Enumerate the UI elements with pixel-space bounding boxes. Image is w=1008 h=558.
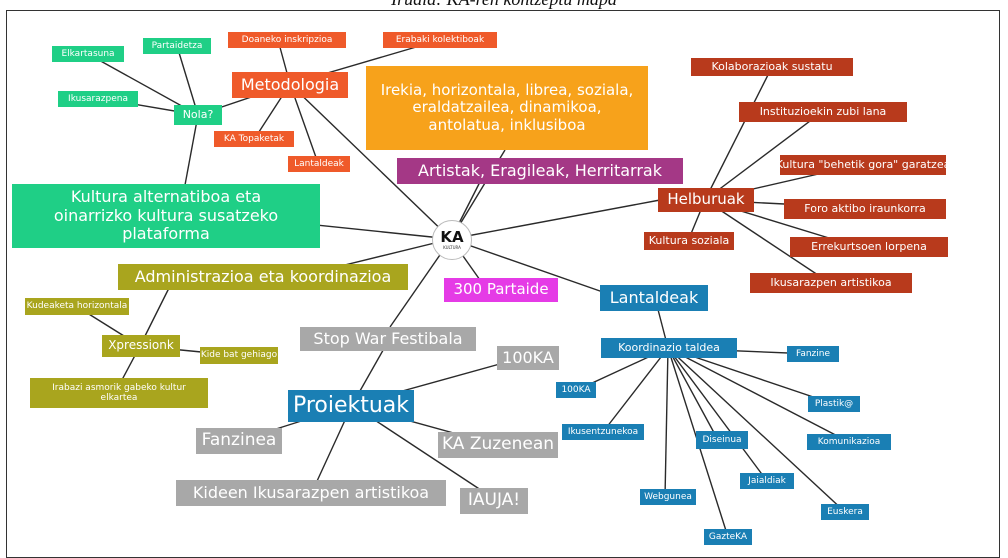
node-irekia-description: Irekia, horizontala, librea, soziala, er…: [366, 66, 648, 150]
node-kultura-behetik-gora: Kultura "behetik gora" garatzea: [776, 155, 950, 175]
node-doaneko-inskripzioa: Doaneko inskripzioa: [228, 32, 346, 48]
node-iauja: IAUJA!: [460, 488, 528, 514]
node-ka-topaketak: KA Topaketak: [214, 131, 294, 147]
node-instituzioekin-zubi-lana: Instituzioekin zubi lana: [739, 102, 907, 122]
ka-logo-glyph: KA: [440, 228, 464, 246]
node-kide-bat-gehiago: Kide bat gehiago: [200, 347, 278, 364]
node-jaialdiak: Jaialdiak: [740, 473, 794, 489]
node-nola: Nola?: [174, 105, 222, 125]
node-proiektuak: Proiektuak: [288, 390, 414, 422]
node-partaidetza: Partaidetza: [143, 38, 211, 54]
node-kudeaketa-horizontala: Kudeaketa horizontala: [25, 298, 129, 315]
ka-center-logo: KA KULTURA: [432, 220, 472, 260]
node-kideen-ikusarazpen-artistikoa: Kideen Ikusarazpen artistikoa: [176, 480, 446, 506]
node-fanzine: Fanzine: [787, 346, 839, 362]
figure-caption: Irudia: KA-ren kontzeptu mapa: [0, 0, 1008, 10]
node-lantaldeak-small: Lantaldeak: [288, 156, 350, 172]
node-helburuak: Helburuak: [658, 188, 754, 212]
node-administrazioa-eta-koordinazioa: Administrazioa eta koordinazioa: [118, 264, 408, 290]
node-100ka-small: 100KA: [556, 382, 596, 398]
node-ikusarazpen-artistikoa-red: Ikusarazpen artistikoa: [750, 273, 912, 293]
node-foro-aktibo-iraunkorra: Foro aktibo iraunkorra: [784, 199, 946, 219]
ka-logo-subtext: KULTURA: [443, 245, 461, 250]
node-kultura-soziala: Kultura soziala: [644, 232, 734, 250]
node-diseinua: Diseinua: [696, 431, 748, 449]
node-irabazi-asmorik-gabeko: Irabazi asmorik gabeko kultur elkartea: [30, 378, 208, 408]
node-fanzinea: Fanzinea: [196, 428, 282, 454]
node-ka-zuzenean: KA Zuzenean: [438, 432, 558, 458]
node-metodologia: Metodologia: [232, 72, 348, 98]
node-stop-war-festibala: Stop War Festibala: [300, 327, 476, 351]
node-artistak-eragileak-herritarrak: Artistak, Eragileak, Herritarrak: [397, 158, 683, 184]
node-plastika: Plastik@: [808, 396, 860, 412]
node-euskera: Euskera: [821, 504, 869, 520]
node-gazteka: GazteKA: [704, 529, 752, 545]
node-100ka: 100KA: [497, 346, 559, 370]
node-koordinazio-taldea: Koordinazio taldea: [601, 338, 737, 358]
node-lantaldeak: Lantaldeak: [600, 285, 708, 311]
node-erabaki-kolektiboak: Erabaki kolektiboak: [383, 32, 497, 48]
node-webgunea: Webgunea: [640, 489, 696, 505]
node-komunikazioa: Komunikazioa: [807, 434, 891, 450]
node-xpressionk: Xpressionk: [102, 335, 180, 357]
node-300-partaide: 300 Partaide: [444, 278, 558, 302]
node-errekurtsoen-lorpena: Errekurtsoen lorpena: [790, 237, 948, 257]
node-kolaborazioak-sustatu: Kolaborazioak sustatu: [691, 58, 853, 76]
node-ikusarazpena: Ikusarazpena: [58, 91, 138, 107]
node-kultura-alternatiboa: Kultura alternatiboa eta oinarrizko kult…: [12, 184, 320, 248]
node-ikusentzunekoa: Ikusentzunekoa: [562, 424, 644, 440]
node-elkartasuna: Elkartasuna: [52, 46, 124, 62]
